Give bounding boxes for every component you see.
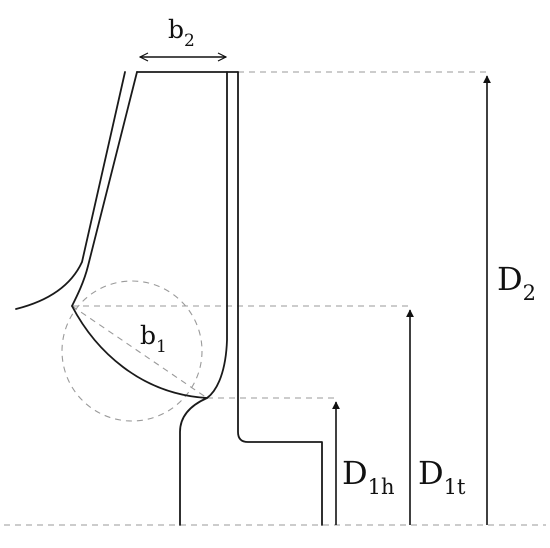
- dimension-arrows: [140, 57, 491, 525]
- shroud-inner-curve: [71, 71, 138, 307]
- dimension-labels: b2 b1 D2 D1h D1t: [140, 15, 536, 499]
- dashed-reference-lines: [4, 71, 546, 526]
- hub-back-contour: [237, 71, 323, 526]
- hub-inlet-contour: [179, 397, 208, 526]
- label-d1t: D1t: [418, 454, 466, 499]
- label-b1: b1: [140, 321, 167, 357]
- label-b2: b2: [168, 15, 195, 51]
- label-d1h: D1h: [342, 454, 395, 499]
- shroud-outer-curve: [15, 71, 126, 310]
- inducer-circle: [61, 280, 203, 422]
- b1-diagonal-line: [71, 305, 208, 399]
- inlet-leading-edge-curve: [71, 305, 208, 399]
- label-d2: D2: [497, 260, 536, 305]
- blade-inner-line: [206, 71, 228, 399]
- impeller-profile: [15, 71, 323, 526]
